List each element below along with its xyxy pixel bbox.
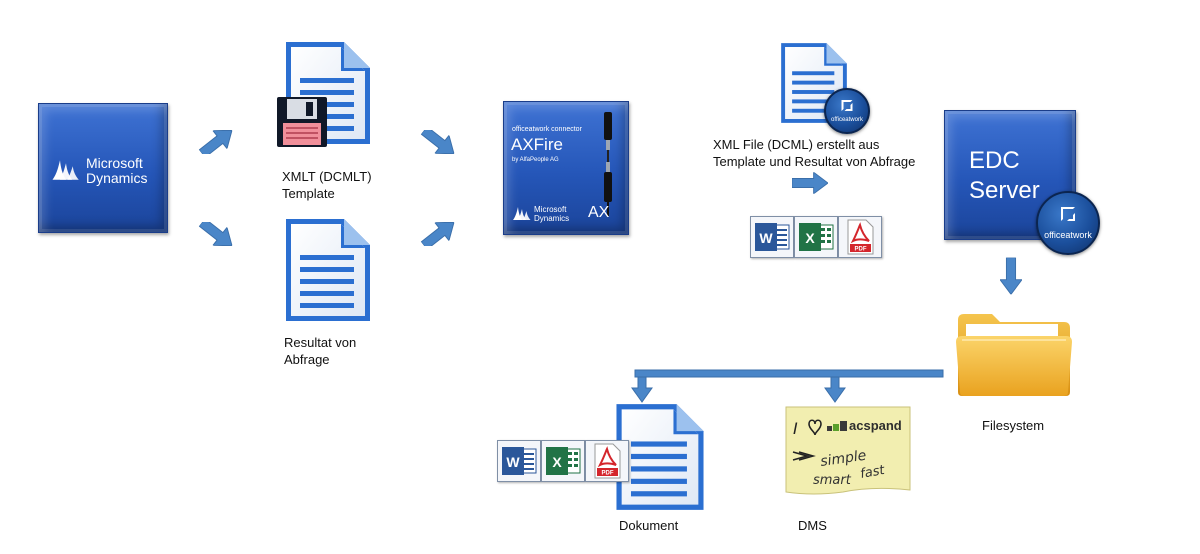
microsoft-dynamics-box: Microsoft Dynamics — [38, 103, 168, 233]
excel-tile: X — [794, 216, 838, 258]
sticky-smart: smart — [813, 473, 852, 488]
axfire-ms-line1: Microsoft — [534, 205, 567, 214]
pdf-icon: PDF — [847, 219, 874, 255]
xmlt-label-line2: Template — [282, 186, 335, 201]
pdf-letter: PDF — [855, 247, 867, 253]
axfire-ms-line2: Dynamics — [534, 214, 570, 223]
pdf-tile: PDF — [838, 216, 882, 258]
xml-label-line2: Template und Resultat von Abfrage — [713, 154, 916, 169]
dokument-label: Dokument — [619, 518, 679, 533]
sticky-i: I — [793, 419, 798, 438]
axfire-ax-label: AX — [588, 204, 610, 221]
axfire-title: AXFire — [511, 135, 563, 154]
excel-letter: X — [552, 454, 562, 470]
acspand-sticky-note: I acspand simple smart fast — [785, 406, 911, 495]
word-tile: W — [750, 216, 794, 258]
xml-label-line1: XML File (DCML) erstellt aus — [713, 137, 880, 152]
edc-line2: Server — [969, 177, 1040, 204]
word-tile: W — [497, 440, 541, 482]
edc-line1: EDC — [969, 147, 1020, 174]
officeatwork-logo-icon — [841, 100, 853, 112]
ms-dynamics-line1: Microsoft — [86, 155, 143, 171]
excel-letter: X — [805, 230, 815, 246]
excel-tile: X — [541, 440, 585, 482]
heart-icon — [808, 419, 822, 436]
axfire-connector-label: officeatwork connector — [512, 126, 582, 133]
word-icon: W — [502, 447, 537, 475]
dms-label: DMS — [798, 518, 827, 533]
resultat-label-line1: Resultat von — [284, 335, 357, 350]
word-icon: W — [755, 223, 790, 251]
filesystem-label: Filesystem — [982, 418, 1045, 433]
pdf-icon: PDF — [594, 443, 621, 479]
excel-icon: X — [546, 447, 581, 475]
xmlt-label-line1: XMLT (DCMLT) — [282, 169, 372, 184]
word-letter: W — [759, 230, 773, 246]
sticky-simple: simple — [819, 448, 867, 470]
resultat-label-line2: Abfrage — [284, 352, 330, 367]
word-letter: W — [506, 454, 520, 470]
officeatwork-logo-icon — [1061, 207, 1075, 222]
ms-dynamics-line2: Dynamics — [86, 170, 148, 186]
sticky-fast: fast — [859, 463, 887, 482]
badge-text: officeatwork — [831, 116, 863, 123]
pdf-letter: PDF — [602, 471, 614, 477]
axfire-by-label: by AlfaPeople AG — [512, 157, 559, 163]
pdf-tile: PDF — [585, 440, 629, 482]
axfire-box: officeatwork connector AXFire by AlfaPeo… — [503, 101, 629, 235]
cable-plug-icon — [604, 112, 612, 216]
excel-icon: X — [799, 223, 834, 251]
sticky-brand: acspand — [849, 418, 902, 433]
floppy-disk-icon — [277, 97, 327, 147]
officeatwork-badge-small: officeatwork — [824, 88, 870, 134]
officeatwork-badge-large: officeatwork — [1036, 191, 1100, 255]
folder-icon — [956, 314, 1072, 396]
badge-text: officeatwork — [1044, 229, 1092, 240]
